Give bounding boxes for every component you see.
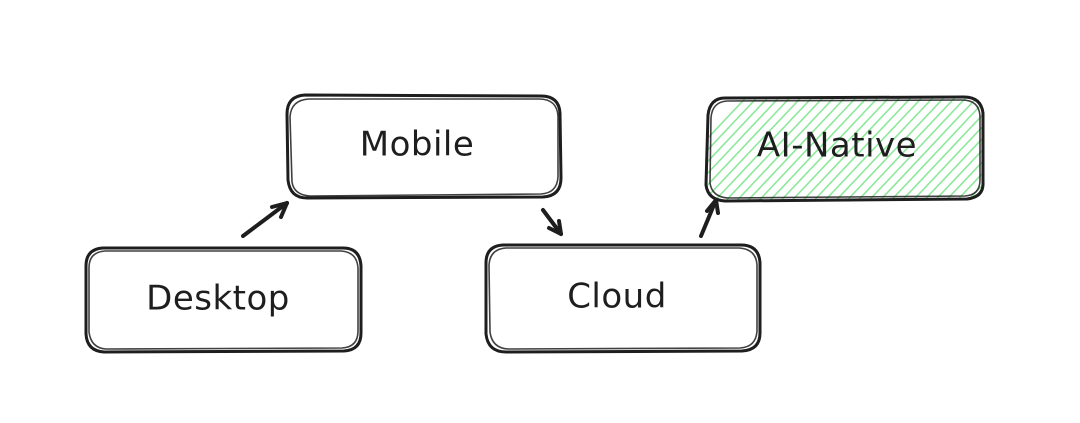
hatch-line (870, 97, 984, 201)
node-label-desktop: Desktop (146, 279, 290, 319)
hatch-line (716, 97, 833, 201)
node-desktop[interactable]: Desktop (84, 246, 363, 354)
hatch-line (793, 97, 910, 201)
hatch-line (914, 97, 984, 201)
hatch-line (947, 97, 984, 201)
hatch-line (980, 97, 984, 201)
hatch-line (760, 97, 877, 201)
node-ai-native[interactable]: AI-Native (640, 88, 1080, 210)
node-label-ai-native: AI-Native (757, 126, 917, 166)
hatch-line (706, 97, 822, 201)
hatch-line (936, 97, 984, 201)
hatch-line (706, 97, 778, 201)
node-cloud[interactable]: Cloud (484, 243, 762, 354)
hatch-line (749, 97, 866, 201)
hatch-line (771, 97, 888, 201)
hatch-line (815, 97, 932, 201)
edge-desktop-to-mobile (241, 201, 289, 238)
hatch-line (727, 97, 844, 201)
hatch-line (859, 97, 976, 201)
hatch-line (848, 97, 965, 201)
hatch-line (969, 97, 984, 201)
hatch-line (892, 97, 984, 201)
edge-mobile-to-cloud (541, 208, 563, 236)
hatch-fill (706, 88, 1080, 210)
hatch-line (706, 97, 811, 201)
hatch-line (782, 97, 899, 201)
hatch-line (837, 97, 954, 201)
hatch-line (804, 97, 921, 201)
edge-cloud-to-ai-native (699, 198, 720, 238)
hatch-line (925, 97, 984, 201)
hatch-line (706, 97, 789, 201)
node-label-mobile: Mobile (360, 125, 475, 165)
hatch-line (903, 97, 984, 201)
hatch-line (826, 97, 943, 201)
hatch-line (738, 97, 855, 201)
node-mobile[interactable]: Mobile (285, 93, 563, 200)
node-label-cloud: Cloud (567, 277, 667, 317)
hatch-line (992, 88, 1080, 210)
hatch-line (706, 97, 756, 201)
hatch-line (706, 97, 800, 201)
